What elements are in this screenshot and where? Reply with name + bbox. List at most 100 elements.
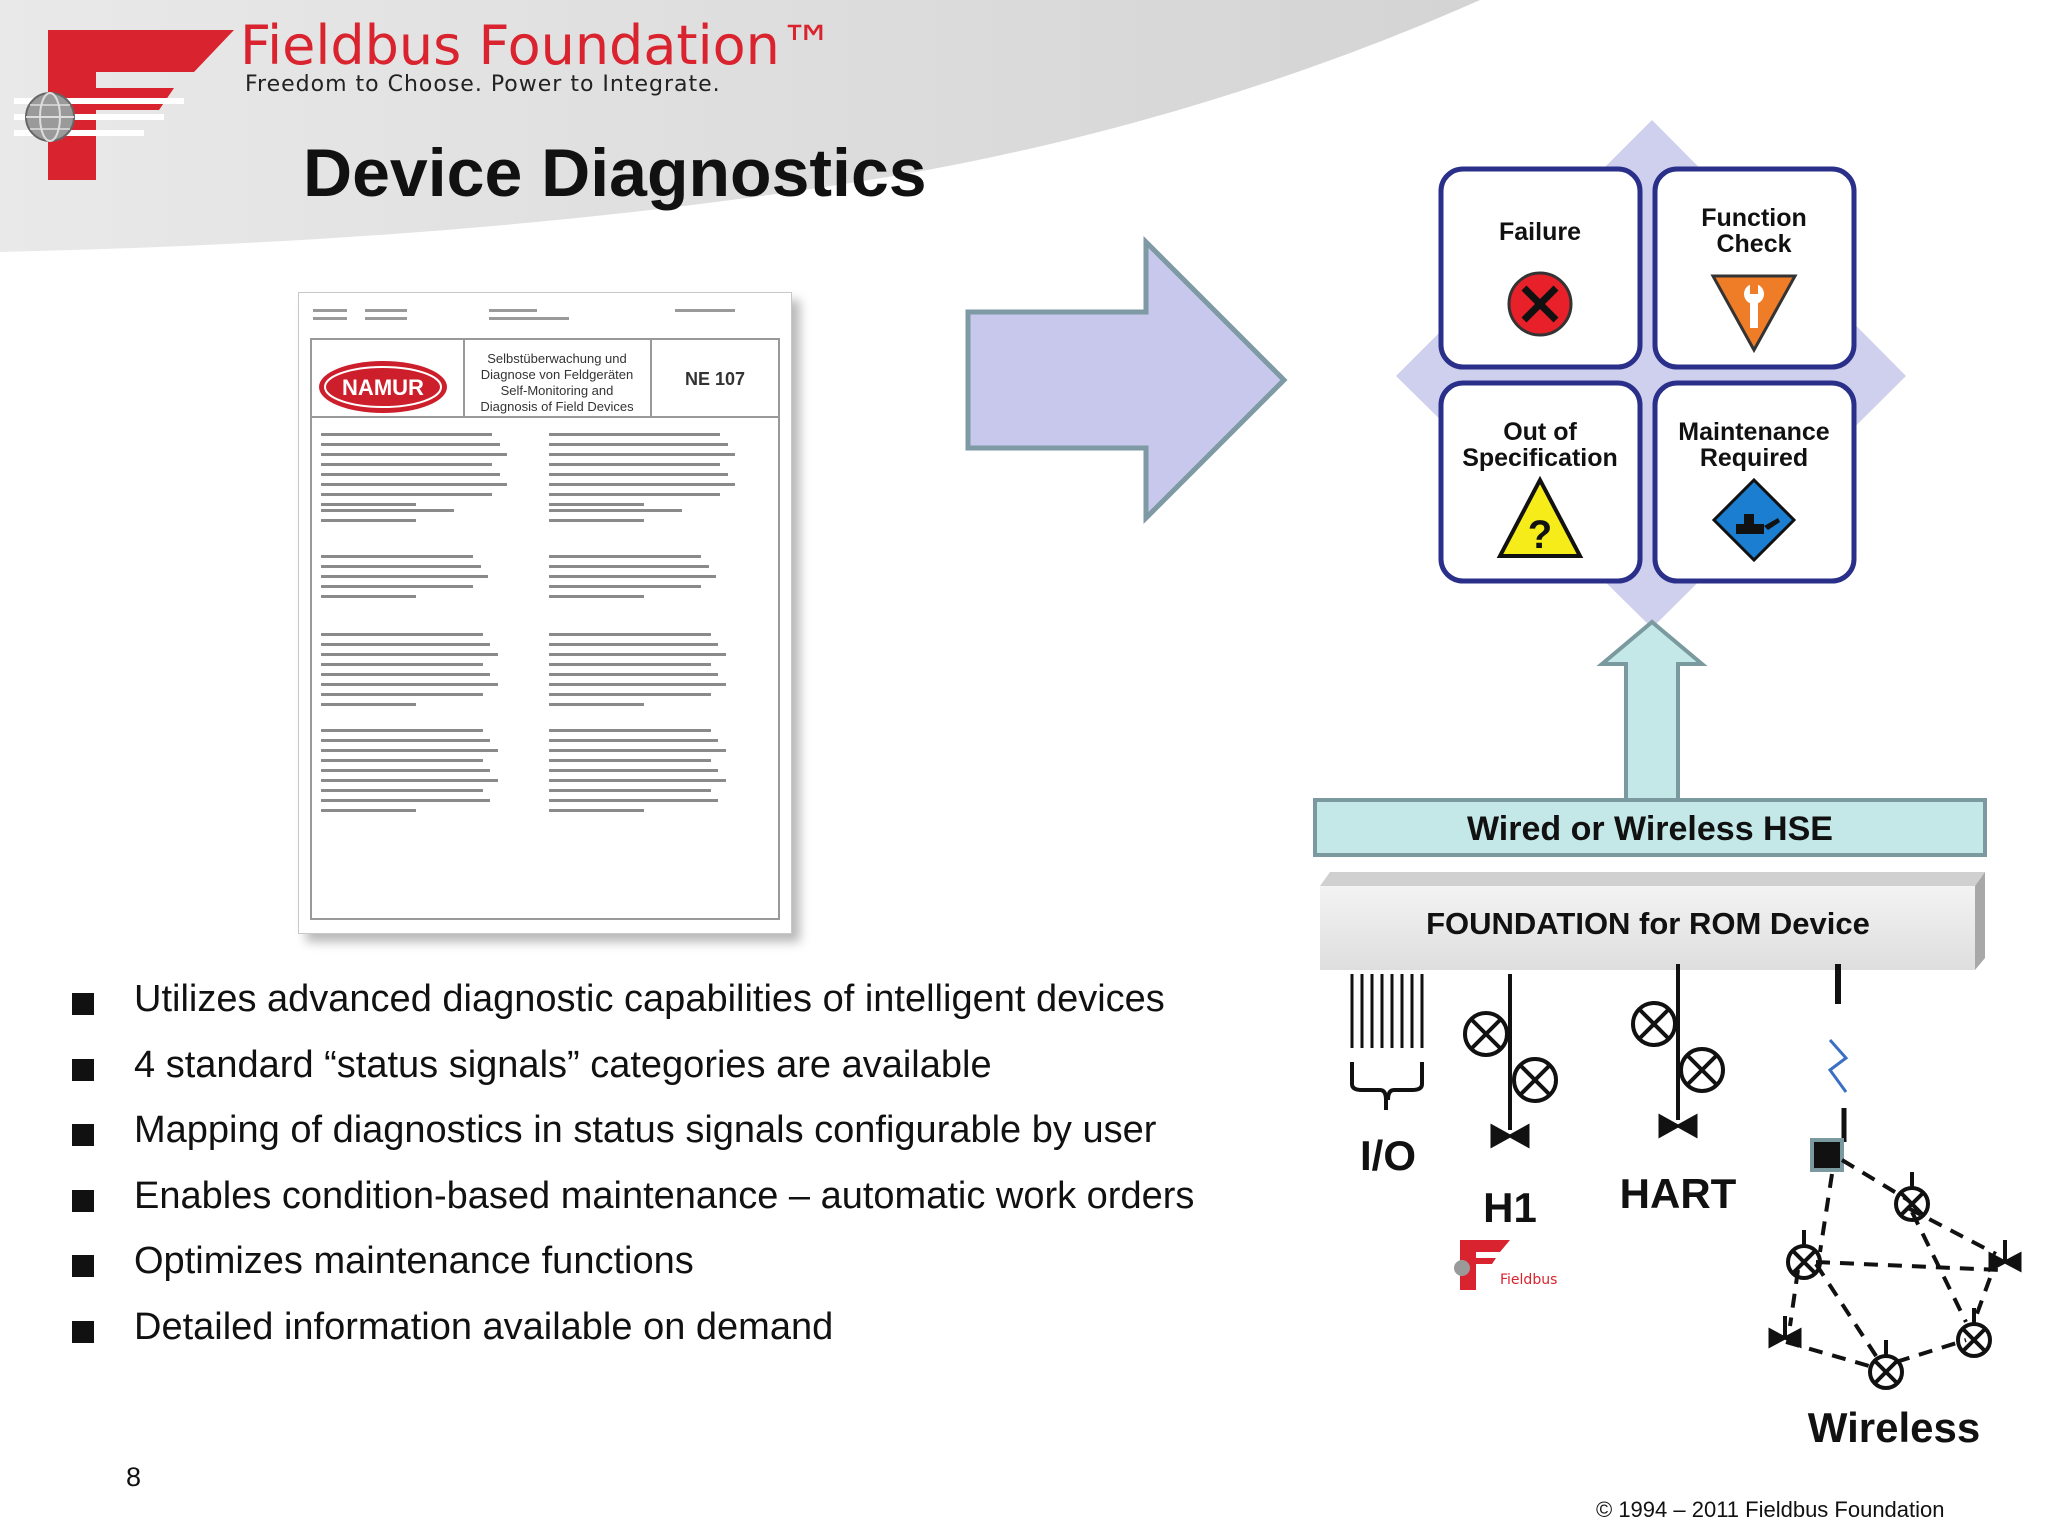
document-text-line xyxy=(549,633,711,636)
document-text-line xyxy=(549,663,711,666)
out-of-spec-label: Out of xyxy=(1503,418,1577,446)
namur-doc-id: NE 107 xyxy=(685,369,745,389)
document-text-line xyxy=(549,683,726,686)
right-arrow-icon xyxy=(965,235,1288,525)
document-text-lines xyxy=(321,433,735,812)
namur-title-line: Diagnosis of Field Devices xyxy=(480,399,634,414)
namur-title-line: Self-Monitoring and xyxy=(501,383,614,398)
document-text-line xyxy=(549,693,711,696)
bullet-item: Utilizes advanced diagnostic capabilitie… xyxy=(70,978,1300,1044)
document-text-line xyxy=(321,799,490,802)
io-brace xyxy=(1350,1062,1424,1110)
io-label: I/O xyxy=(1360,1132,1416,1179)
document-text-line xyxy=(549,595,644,598)
page-number: 8 xyxy=(126,1462,142,1492)
document-text-line xyxy=(321,433,492,436)
wireless-label: Wireless xyxy=(1808,1404,1980,1451)
bullet-item: Enables condition-based maintenance – au… xyxy=(70,1175,1300,1241)
document-text-line xyxy=(549,443,728,446)
document-text-line xyxy=(321,585,473,588)
document-text-line xyxy=(321,643,490,646)
document-text-line xyxy=(321,703,416,706)
document-text-line xyxy=(321,779,498,782)
document-text-line xyxy=(549,703,644,706)
namur-title-line: Diagnose von Feldgeräten xyxy=(481,367,634,382)
document-text-line xyxy=(549,673,718,676)
document-text-line xyxy=(321,519,416,522)
namur-badge: NAMUR xyxy=(342,375,424,400)
namur-ne107-document-image: NAMUR Selbstüberwachung und Diagnose von… xyxy=(298,292,792,934)
document-text-line xyxy=(549,789,711,792)
orange-wrench-triangle-icon xyxy=(1710,274,1798,354)
out-of-spec-label: Specification xyxy=(1462,444,1618,472)
document-text-line xyxy=(321,493,492,496)
bullet-item: Detailed information available on demand xyxy=(70,1306,1300,1372)
document-text-line xyxy=(321,555,473,558)
document-text-line xyxy=(549,463,720,466)
bullet-text: Detailed information available on demand xyxy=(134,1305,834,1348)
document-text-line xyxy=(549,779,726,782)
blue-oilcan-diamond-icon xyxy=(1711,477,1797,563)
document-text-line xyxy=(549,585,701,588)
document-text-line xyxy=(549,799,718,802)
document-text-line xyxy=(549,769,718,772)
document-text-line xyxy=(549,555,701,558)
document-text-line xyxy=(321,503,416,506)
bullet-text: Utilizes advanced diagnostic capabilitie… xyxy=(134,978,1165,1020)
bullet-square-icon xyxy=(72,993,94,1015)
fieldbus-mini-logo-icon: Fieldbus xyxy=(1454,1240,1557,1290)
wireless-valve-icon xyxy=(1988,1251,2022,1273)
maintenance-required-panel xyxy=(1652,380,1857,584)
bullet-text: Optimizes maintenance functions xyxy=(134,1240,694,1282)
bullet-item: Mapping of diagnostics in status signals… xyxy=(70,1109,1300,1175)
document-text-line xyxy=(321,673,490,676)
out-of-spec-panel xyxy=(1438,380,1643,584)
wireless-branch xyxy=(1768,964,2022,1390)
bullet-item: 4 standard “status signals” categories a… xyxy=(70,1044,1300,1110)
document-text-line xyxy=(321,739,490,742)
namur-title-line: Selbstüberwachung und xyxy=(487,351,627,366)
hse-bar xyxy=(1313,798,1987,857)
document-text-line xyxy=(321,575,488,578)
document-text-line xyxy=(549,473,728,476)
document-text-line xyxy=(549,643,718,646)
rom-device-label: FOUNDATION for ROM Device xyxy=(1426,906,1870,941)
document-text-line xyxy=(549,493,720,496)
maintenance-label: Maintenance xyxy=(1678,418,1830,446)
document-text-line xyxy=(549,653,726,656)
svg-text:?: ? xyxy=(1528,513,1552,557)
mini-logo-text: Fieldbus xyxy=(1500,1272,1557,1288)
bullet-square-icon xyxy=(72,1189,94,1212)
document-text-line xyxy=(549,509,682,512)
bullet-square-icon xyxy=(72,1124,94,1146)
brand-tagline: Freedom to Choose. Power to Integrate. xyxy=(245,72,721,97)
maintenance-label: Required xyxy=(1700,444,1808,472)
bullet-item: Optimizes maintenance functions xyxy=(70,1240,1300,1306)
yellow-question-triangle-icon: ? xyxy=(1496,475,1584,558)
bullet-square-icon xyxy=(72,1320,94,1343)
up-arrow-icon xyxy=(1596,619,1708,802)
bullet-square-icon xyxy=(72,1058,94,1081)
bullet-list: Utilizes advanced diagnostic capabilitie… xyxy=(70,978,1300,1371)
document-text-line xyxy=(321,769,490,772)
wireless-valve-icon xyxy=(1768,1327,1802,1349)
document-text-line xyxy=(549,575,716,578)
document-text-line xyxy=(321,759,483,762)
h1-valve-icon xyxy=(1490,1123,1530,1149)
header-band xyxy=(0,0,1480,252)
document-text-line xyxy=(321,483,507,486)
h1-branch xyxy=(1463,974,1558,1130)
document-text-line xyxy=(549,749,726,752)
document-text-line xyxy=(321,693,483,696)
document-text-line xyxy=(549,483,735,486)
hart-valve-icon xyxy=(1658,1113,1698,1139)
document-text-line xyxy=(549,729,711,732)
document-text-line xyxy=(321,653,498,656)
document-text-line xyxy=(549,759,711,762)
brand-name: Fieldbus Foundation™ xyxy=(240,14,834,77)
document-text-line xyxy=(321,509,454,512)
page-title: Device Diagnostics xyxy=(303,135,927,211)
document-text-line xyxy=(321,595,416,598)
document-text-line xyxy=(321,565,481,568)
bullet-text: 4 standard “status signals” categories a… xyxy=(134,1043,992,1086)
